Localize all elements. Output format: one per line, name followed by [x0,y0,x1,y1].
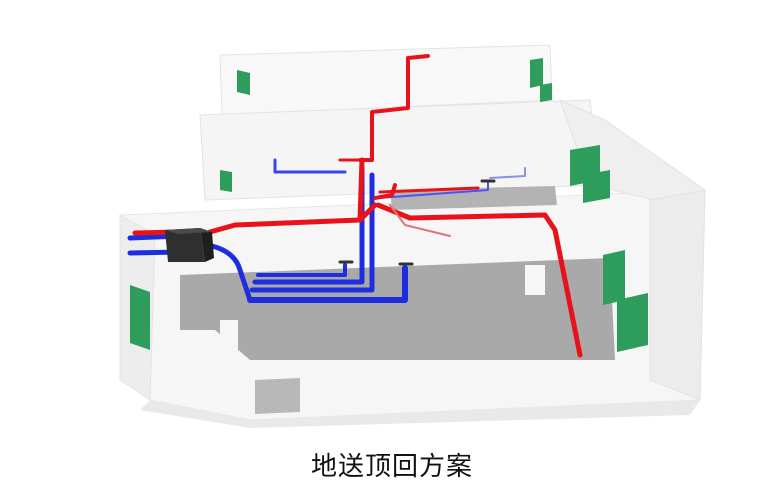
windows [130,58,648,352]
ventilation-unit [165,228,214,262]
diagram-caption: 地送顶回方案 [310,452,473,482]
supply-ducts [132,54,583,358]
floor-plan-3d [119,44,707,428]
